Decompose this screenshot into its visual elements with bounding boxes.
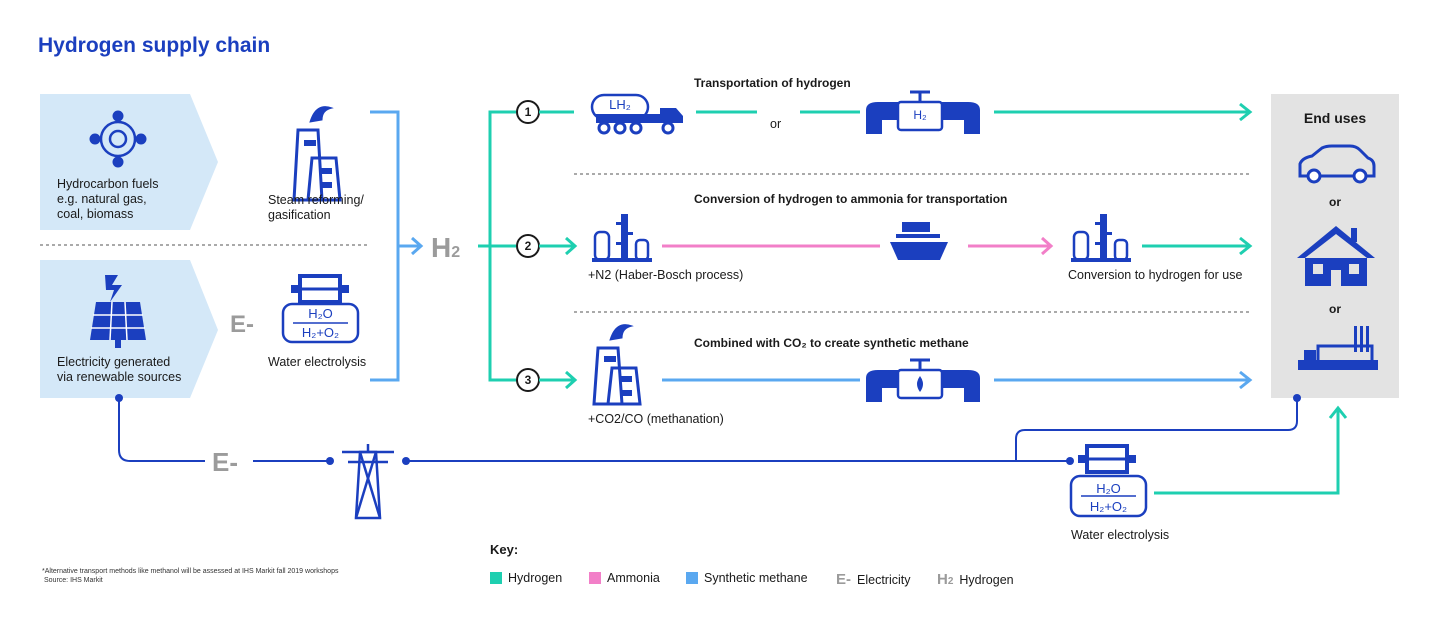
lh2-label: LH₂ (609, 97, 631, 112)
truck-icon (590, 93, 683, 135)
h2o-label: H₂O (308, 306, 333, 321)
route-3-header: Combined with CO₂ to create synthetic me… (694, 336, 969, 350)
key-label: Electricity (857, 573, 911, 587)
car-icon (1298, 144, 1376, 184)
key-swatch-pink (589, 572, 601, 584)
factory-icon (292, 106, 342, 202)
key-label: Synthetic methane (704, 571, 808, 585)
key-title: Key: (490, 542, 519, 557)
pipeline-icon-gas (866, 358, 980, 402)
pipeline-h2-label: H₂ (913, 108, 927, 122)
electrolysis-label: Water electrolysis (268, 355, 367, 369)
key-item-hydrogen: Hydrogen (490, 571, 562, 585)
key-h2-subscript: 2 (947, 576, 954, 587)
collector-line (370, 110, 400, 382)
hydrocarbon-icon (89, 110, 147, 168)
ammonia-plant-icon (592, 214, 652, 262)
solar-panel-icon (90, 275, 146, 348)
electricity-symbol: E- (230, 311, 254, 338)
end-uses-or-1: or (1329, 195, 1341, 209)
end-uses-panel (1271, 94, 1399, 398)
hydrocarbon-label-line: coal, biomass (57, 207, 134, 221)
haber-bosch-label: +N2 (Haber-Bosch process) (588, 268, 744, 282)
hydrocarbon-label-line: e.g. natural gas, (57, 192, 147, 206)
end-uses-or-2: or (1329, 302, 1341, 316)
hydrogen-symbol: H2 (431, 232, 460, 264)
h2o2-label-2: H₂+O₂ (1089, 499, 1128, 514)
hydrogen-symbol-subscript: 2 (451, 244, 461, 261)
route-2-header: Conversion of hydrogen to ammonia for tr… (694, 192, 1008, 206)
renewable-label-line: via renewable sources (57, 370, 182, 384)
electrolysis-label-2: Water electrolysis (1071, 528, 1170, 542)
renewable-label: Electricity generated via renewable sour… (57, 355, 181, 385)
key-item-electricity: E- Electricity (836, 571, 910, 588)
h2o2-label: H₂+O₂ (301, 325, 340, 340)
electrolysis-icon (281, 274, 360, 344)
pipeline-icon-h2 (866, 90, 980, 134)
methanation-label: +CO2/CO (methanation) (588, 412, 724, 426)
ship-icon (890, 222, 948, 260)
footnote: *Alternative transport methods like meth… (42, 567, 338, 585)
key-label: Ammonia (607, 571, 660, 585)
conversion-label: Conversion to hydrogen for use (1068, 268, 1243, 282)
key-swatch-lightblue (686, 572, 698, 584)
page-title: Hydrogen supply chain (38, 34, 271, 57)
key-item-ammonia: Ammonia (589, 571, 660, 585)
hydrocarbon-label: Hydrocarbon fuels e.g. natural gas, coal… (57, 177, 158, 222)
route-1-number: 1 (524, 105, 532, 119)
key-item-hydrogen-symbol: H2 Hydrogen (937, 571, 1014, 588)
h2o-label-2: H₂O (1096, 481, 1121, 496)
steam-label-line: gasification (268, 208, 331, 222)
pylon-icon (342, 444, 394, 520)
conversion-plant-icon (1071, 214, 1131, 262)
footnote-text: *Alternative transport methods like meth… (42, 568, 339, 575)
hydrocarbon-panel (40, 94, 218, 230)
house-icon (1297, 226, 1375, 286)
key-label: Hydrogen (508, 571, 563, 585)
industry-icon (1298, 326, 1378, 370)
steam-reforming-label: Steam reforming/ gasification (268, 193, 364, 223)
route-1-or: or (770, 117, 782, 131)
key-swatch-teal (490, 572, 502, 584)
route-3-number: 3 (524, 373, 532, 387)
key-label: Hydrogen (959, 573, 1014, 587)
methanation-factory-icon (592, 324, 642, 406)
route-2-number: 2 (524, 239, 532, 253)
hydrogen-symbol-letter: H (431, 232, 452, 263)
route-1-header: Transportation of hydrogen (694, 76, 851, 90)
electrolysis-icon-2 (1069, 444, 1148, 518)
hydrocarbon-label-line: Hydrocarbon fuels (57, 177, 159, 191)
source-text: Source: IHS Markit (44, 577, 103, 584)
key-electricity-symbol: E- (836, 571, 851, 588)
electricity-line-symbol: E- (212, 447, 238, 477)
renewable-label-line: Electricity generated (57, 355, 171, 369)
key-item-methane: Synthetic methane (686, 571, 808, 585)
steam-label-line: Steam reforming/ (268, 193, 364, 207)
key-h2-symbol: H (937, 571, 948, 588)
end-uses-title: End uses (1303, 110, 1367, 126)
